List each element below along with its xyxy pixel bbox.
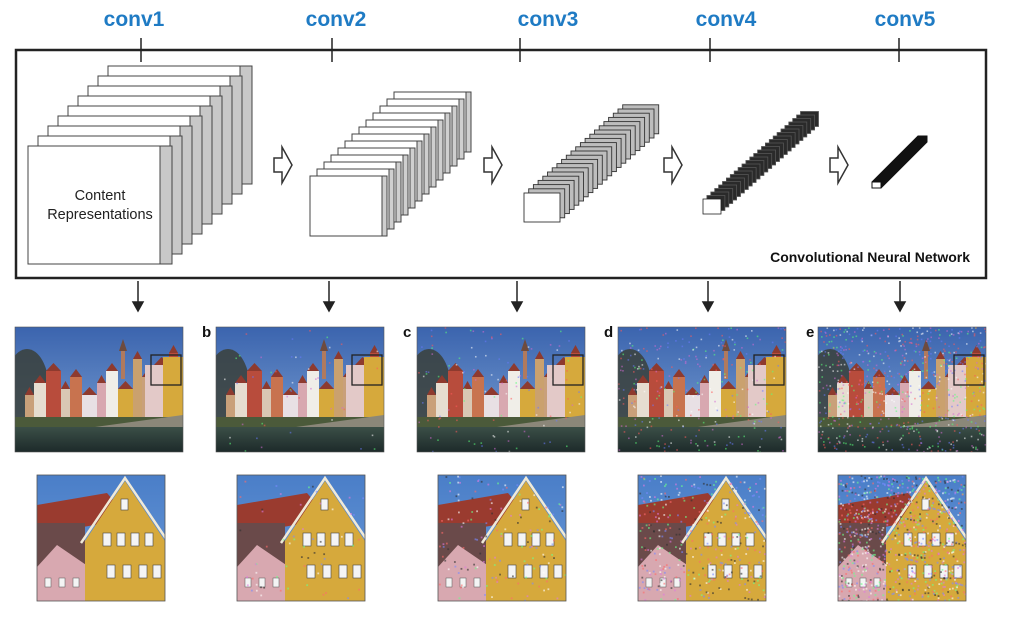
arrow-conv4-conv5 [829, 144, 849, 186]
down-arrow-2 [322, 281, 336, 313]
conv5-feature-maps [871, 135, 928, 189]
conv4-label: conv4 [696, 8, 757, 31]
flow-arrows [273, 144, 849, 186]
reconstruction-detail-4 [637, 474, 767, 602]
down-arrow-5 [893, 281, 907, 313]
reconstruction-wide-4 [617, 326, 787, 453]
panel-letter-c: c [403, 324, 411, 341]
reconstruction-detail-1 [36, 474, 166, 602]
conv3-label: conv3 [518, 8, 579, 31]
reconstruction-detail-2 [236, 474, 366, 602]
conv2-label: conv2 [306, 8, 367, 31]
reconstruction-panels [14, 326, 987, 602]
content-representations-label: Content Representations [47, 188, 153, 223]
conv5-label: conv5 [875, 8, 936, 31]
conv1-feature-maps [27, 65, 253, 265]
conv5-map-block [871, 135, 928, 189]
network-label: Convolutional Neural Network [770, 249, 970, 265]
conv2-map-1 [309, 175, 383, 237]
content-label-line2: Representations [47, 207, 153, 223]
layer-labels: conv1 conv2 conv3 conv4 conv5 [104, 8, 936, 31]
reconstruction-wide-3 [416, 326, 586, 453]
down-arrow-4 [701, 281, 715, 313]
reconstruction-detail-5 [837, 474, 967, 602]
conv1-label: conv1 [104, 8, 165, 31]
reconstruction-detail-3 [437, 474, 567, 602]
conv1-map-1 [27, 145, 161, 265]
conv2-feature-maps [309, 91, 472, 237]
reconstruction-arrows [131, 281, 907, 313]
conv4-feature-maps [702, 111, 819, 215]
reconstruction-wide-2 [215, 326, 385, 453]
conv3-feature-maps [523, 104, 660, 223]
panel-letter-e: e [806, 324, 814, 341]
panel-letter-d: d [604, 324, 613, 341]
reconstruction-wide-5 [817, 326, 987, 453]
reconstruction-wide-1 [14, 326, 184, 453]
conv4-map-1 [702, 198, 722, 215]
layer-ticks [140, 38, 900, 62]
content-label-line1: Content [75, 188, 126, 204]
network-frame [14, 48, 988, 280]
down-arrow-3 [510, 281, 524, 313]
panel-letter-b: b [202, 324, 211, 341]
arrow-conv3-conv4 [663, 144, 683, 186]
down-arrow-1 [131, 281, 145, 313]
arrow-conv1-conv2 [273, 144, 293, 186]
conv5-map-front [871, 181, 882, 189]
conv3-map-1 [523, 192, 561, 223]
arrow-conv2-conv3 [483, 144, 503, 186]
